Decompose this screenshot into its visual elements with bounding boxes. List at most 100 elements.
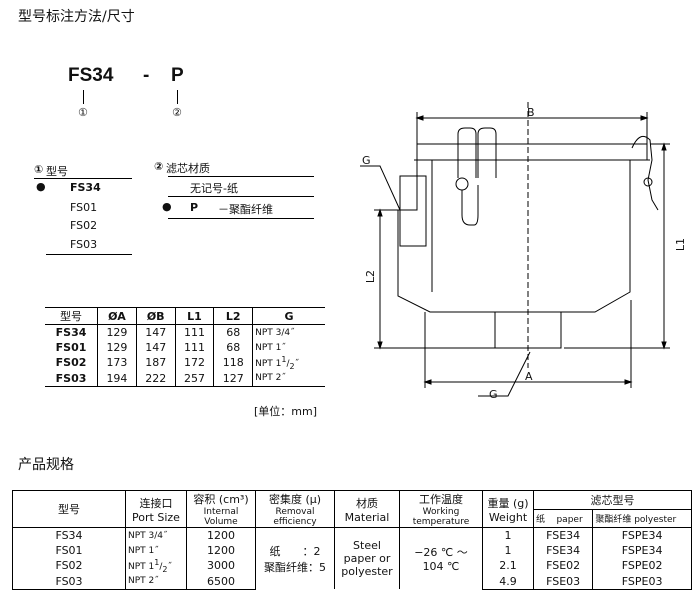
model-list-rule xyxy=(46,254,132,255)
cell-paper: FSE03 xyxy=(532,573,594,590)
cell-g: NPT 3/4˝ xyxy=(252,324,325,340)
table-row: FS02 NPT 11/2˝ 3000 2.1 FSE02 FSPE02 xyxy=(12,558,692,574)
cell-weight: 4.9 xyxy=(482,573,534,590)
filter-bullet: ● xyxy=(162,200,172,213)
spec-header-model: 型号 xyxy=(12,490,126,528)
spec-header-weight: 重量 (g)Weight xyxy=(482,490,534,528)
section-heading-specs: 产品规格 xyxy=(18,457,74,473)
cell-temperature: −26 ℃ ～104 ℃ xyxy=(399,527,483,590)
spec-header-efficiency: 密集度 (μ)Removal efficiency xyxy=(255,490,335,528)
dim-label-g-bottom: G xyxy=(489,388,498,401)
cell-l1: 172 xyxy=(174,355,214,371)
table-row: FS01 129 147 111 68 NPT 1˝ xyxy=(45,340,325,355)
dim-label-b: B xyxy=(527,106,535,119)
col-header-a: ØA xyxy=(97,307,137,325)
cell-port: NPT 2˝ xyxy=(125,573,187,590)
cell-l2: 68 xyxy=(213,340,253,355)
col-header-g: G xyxy=(252,307,325,325)
cell-model: FS03 xyxy=(12,573,126,590)
cell-b: 147 xyxy=(135,324,176,340)
code-marker-2: ② xyxy=(172,106,182,119)
cell-model: FS01 xyxy=(55,341,87,354)
table-row: FS34 129 147 111 68 NPT 3/4˝ xyxy=(45,324,325,340)
model-heading-marker: ① xyxy=(34,163,44,176)
code-marker-1: ① xyxy=(78,106,88,119)
cell-l1: 111 xyxy=(174,340,214,355)
col-header-b: ØB xyxy=(135,307,176,325)
dim-label-l2: L2 xyxy=(364,269,378,284)
cell-paper: FSE34 xyxy=(532,543,594,558)
cell-a: 129 xyxy=(97,340,137,355)
cell-a: 173 xyxy=(97,355,137,371)
table-row: FS03 194 222 257 127 NPT 2˝ xyxy=(45,370,325,387)
cell-model: FS03 xyxy=(45,370,98,387)
cell-volume: 1200 xyxy=(186,527,256,543)
cell-volume: 1200 xyxy=(186,543,256,558)
cell-volume: 3000 xyxy=(186,558,256,574)
cell-g: NPT 1˝ xyxy=(252,340,325,355)
cell-port: NPT 1˝ xyxy=(125,543,187,558)
model-heading: 型号 xyxy=(46,165,68,178)
spec-header-volume: 容积 (cm³)Internal Volume xyxy=(186,490,256,528)
filter-item-desc: －聚酯纤维 xyxy=(218,203,273,216)
model-item: FS03 xyxy=(70,238,98,251)
cell-l1: 111 xyxy=(174,324,214,340)
filter-heading: 滤芯材质 xyxy=(166,162,210,175)
cell-l2: 118 xyxy=(213,355,253,371)
code-tick-2 xyxy=(177,90,178,104)
model-item: FS34 xyxy=(70,181,101,194)
filter-list-rule xyxy=(168,218,314,219)
table-header-row: 型号 ØA ØB L1 L2 G xyxy=(45,307,325,325)
spec-header-filter-paper: 纸 paper xyxy=(532,509,594,528)
cell-a: 194 xyxy=(97,370,137,387)
cell-poly: FSPE34 xyxy=(592,527,692,543)
cell-l1: 257 xyxy=(174,370,214,387)
cell-port: NPT 11/2˝ xyxy=(125,558,187,574)
dim-label-l1: L1 xyxy=(674,237,688,252)
dim-label-g-top: G xyxy=(362,154,371,167)
cell-model: FS02 xyxy=(55,356,87,370)
cell-l2: 127 xyxy=(213,370,253,387)
cell-weight: 2.1 xyxy=(482,558,534,574)
col-header-l2: L2 xyxy=(213,307,253,325)
cell-volume: 6500 xyxy=(186,573,256,590)
cell-g: NPT 11/2˝ xyxy=(252,355,325,371)
cell-model: FS34 xyxy=(12,527,126,543)
cell-g: NPT 2˝ xyxy=(252,370,325,387)
model-code-part2: P xyxy=(171,65,184,86)
col-header-l1: L1 xyxy=(174,307,214,325)
cell-b: 222 xyxy=(135,370,176,387)
model-heading-rule xyxy=(34,178,132,179)
cell-model: FS34 xyxy=(55,326,87,339)
filter-heading-rule xyxy=(168,176,314,177)
cell-port: NPT 3/4˝ xyxy=(125,527,187,543)
table-row: FS01 NPT 1˝ 1200 1 FSE34 FSPE34 xyxy=(12,543,692,558)
cell-poly: FSPE03 xyxy=(592,573,692,590)
cell-poly: FSPE34 xyxy=(592,543,692,558)
table-row: FS03 NPT 2˝ 6500 4.9 FSE03 FSPE03 xyxy=(12,573,692,590)
model-item: FS01 xyxy=(70,201,98,214)
unit-note: [单位：mm] xyxy=(254,405,318,418)
filter-item-code: P xyxy=(190,201,199,214)
cell-model: FS02 xyxy=(12,558,126,574)
model-item: FS02 xyxy=(70,219,98,232)
cell-poly: FSPE02 xyxy=(592,558,692,574)
model-code-part1: FS34 xyxy=(68,65,114,86)
cell-weight: 1 xyxy=(482,527,534,543)
cell-b: 147 xyxy=(135,340,176,355)
cell-b: 187 xyxy=(135,355,176,371)
filter-item-desc: 无记号-纸 xyxy=(190,182,238,195)
code-tick-1 xyxy=(83,90,84,104)
cell-paper: FSE34 xyxy=(532,527,594,543)
section-heading-ordering: 型号标注方法/尺寸 xyxy=(18,9,135,25)
col-header-model: 型号 xyxy=(45,307,98,325)
model-bullet: ● xyxy=(36,180,46,193)
model-code-dash: - xyxy=(143,65,150,86)
